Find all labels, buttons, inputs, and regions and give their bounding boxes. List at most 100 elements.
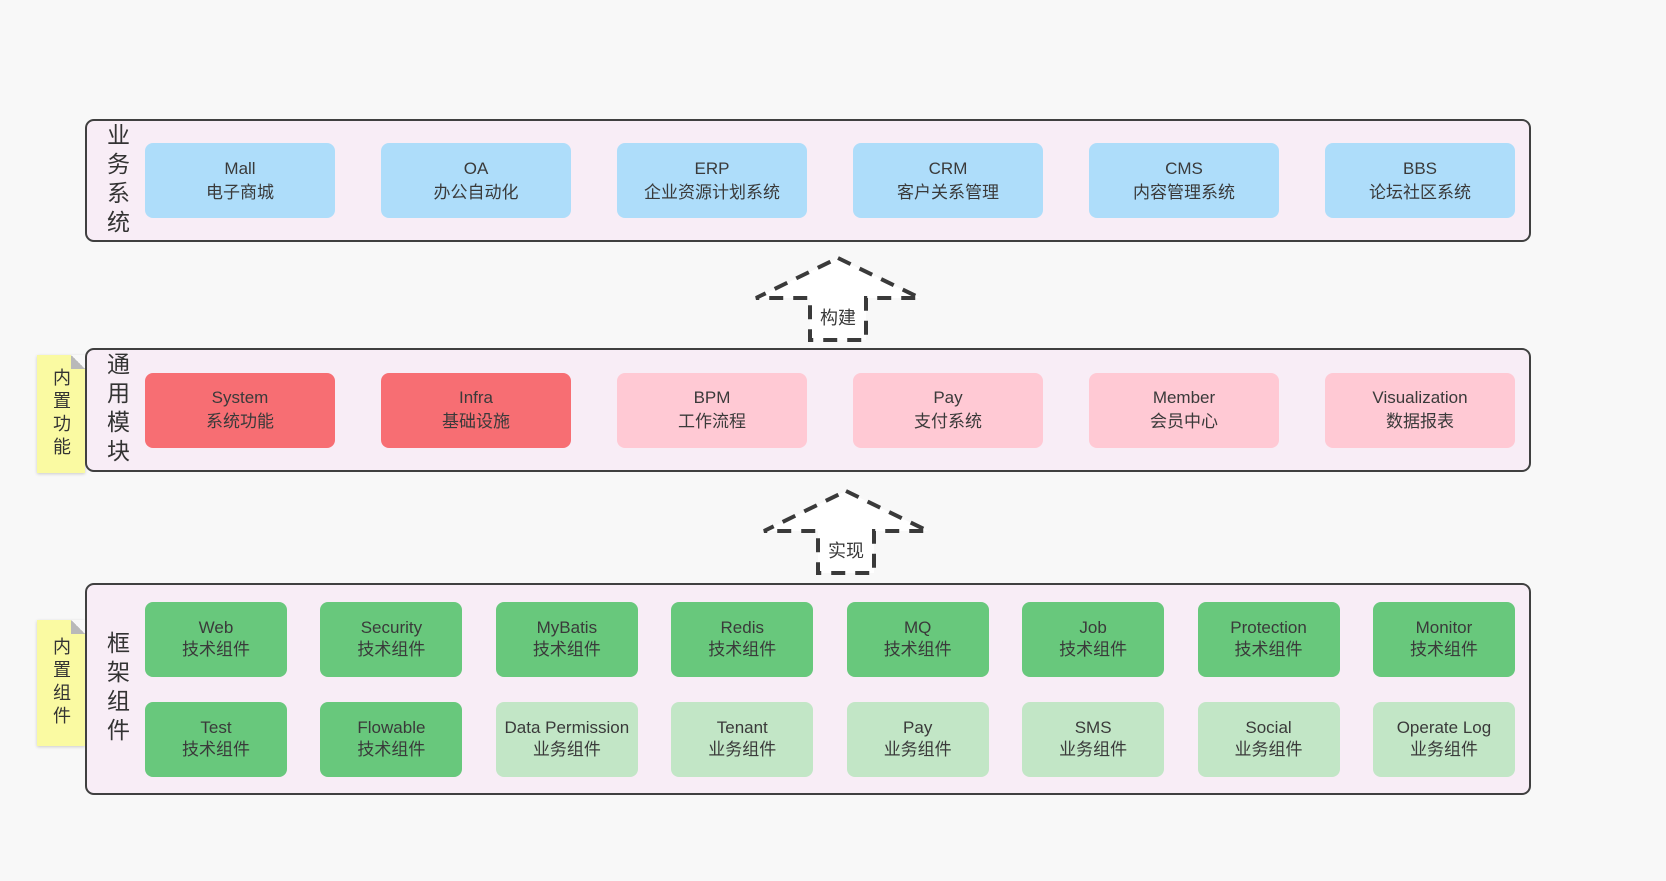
- box-web: Web 技术组件: [145, 601, 287, 677]
- box-pay-system: Pay 支付系统: [853, 372, 1043, 448]
- box-subtitle: 办公自动化: [433, 182, 519, 202]
- sticky-builtin-features-label: 内置功能: [51, 368, 71, 460]
- box-subtitle: 基础设施: [442, 412, 510, 431]
- framework-row-2: Test 技术组件 Flowable 技术组件 Data Permission …: [145, 701, 1515, 777]
- box-subtitle: 技术组件: [532, 640, 601, 659]
- box-title: Protection: [1230, 618, 1307, 637]
- box-subtitle: 技术组件: [1059, 640, 1128, 659]
- box-cms: CMS 内容管理系统: [1089, 143, 1279, 218]
- folded-corner-icon: [71, 355, 85, 369]
- box-title: Test: [200, 718, 232, 737]
- box-monitor: Monitor 技术组件: [1372, 601, 1515, 677]
- sticky-note-builtin-features: 内置功能: [37, 355, 85, 473]
- box-title: OA: [463, 158, 489, 178]
- box-oa: OA 办公自动化: [381, 143, 571, 218]
- box-title: Job: [1079, 618, 1107, 637]
- band-business-label: 业务系统: [103, 122, 130, 239]
- box-title: Security: [360, 618, 423, 637]
- folded-corner-icon: [71, 620, 85, 634]
- band-common-modules: 通用模块 System 系统功能 Infra 基础设施 BPM 工作流程 Pay…: [85, 348, 1531, 472]
- box-title: CMS: [1165, 158, 1203, 178]
- box-subtitle: 业务组件: [883, 740, 952, 759]
- box-subtitle: 技术组件: [357, 640, 426, 659]
- arrow-implement-label: 实现: [823, 535, 869, 565]
- box-mybatis: MyBatis 技术组件: [495, 601, 638, 677]
- box-title: Pay: [903, 718, 933, 737]
- box-title: Flowable: [357, 718, 426, 737]
- box-subtitle: 业务组件: [532, 740, 601, 759]
- box-title: Redis: [720, 618, 764, 637]
- band-framework-components: 框架组件 Web 技术组件 Security 技术组件 MyBatis 技术组件…: [85, 583, 1531, 795]
- box-subtitle: 数据报表: [1386, 412, 1454, 431]
- box-title: BBS: [1402, 158, 1438, 178]
- box-subtitle: 工作流程: [678, 412, 746, 431]
- box-subtitle: 技术组件: [1409, 640, 1478, 659]
- band-business-content: Mall 电子商城 OA 办公自动化 ERP 企业资源计划系统 CRM 客户关系…: [145, 121, 1515, 240]
- box-subtitle: 业务组件: [708, 740, 777, 759]
- box-subtitle: 电子商城: [206, 182, 274, 202]
- box-erp: ERP 企业资源计划系统: [617, 143, 807, 218]
- sticky-builtin-components-label: 内置组件: [51, 637, 71, 729]
- box-subtitle: 技术组件: [357, 740, 426, 759]
- box-flowable: Flowable 技术组件: [320, 701, 463, 777]
- box-operate-log: Operate Log 业务组件: [1372, 701, 1515, 777]
- box-title: Mall: [224, 158, 256, 178]
- box-subtitle: 业务组件: [1059, 740, 1128, 759]
- band-label-column: 框架组件: [87, 585, 145, 793]
- band-modules-label: 通用模块: [103, 352, 130, 468]
- box-subtitle: 业务组件: [1409, 740, 1478, 759]
- box-security: Security 技术组件: [320, 601, 463, 677]
- box-sms: SMS 业务组件: [1022, 701, 1165, 777]
- band-modules-content: System 系统功能 Infra 基础设施 BPM 工作流程 Pay 支付系统…: [145, 350, 1515, 470]
- box-title: Visualization: [1372, 388, 1468, 407]
- box-protection: Protection 技术组件: [1197, 601, 1340, 677]
- box-title: ERP: [694, 158, 730, 178]
- arrow-build-label: 构建: [815, 302, 861, 332]
- box-title: Tenant: [716, 718, 768, 737]
- box-subtitle: 技术组件: [883, 640, 952, 659]
- box-bbs: BBS 论坛社区系统: [1325, 143, 1515, 218]
- box-subtitle: 技术组件: [1234, 640, 1303, 659]
- box-title: CRM: [928, 158, 968, 178]
- dashed-up-arrow-icon: [763, 488, 929, 575]
- box-visualization: Visualization 数据报表: [1325, 372, 1515, 448]
- arrow-implement: 实现: [756, 486, 936, 578]
- box-pay-component: Pay 业务组件: [846, 701, 989, 777]
- box-title: Social: [1245, 718, 1292, 737]
- box-subtitle: 技术组件: [708, 640, 777, 659]
- band-business-systems: 业务系统 Mall 电子商城 OA 办公自动化 ERP 企业资源计划系统 CRM…: [85, 119, 1531, 242]
- box-title: Infra: [458, 388, 494, 407]
- sticky-note-builtin-components: 内置组件: [37, 620, 85, 746]
- box-subtitle: 内容管理系统: [1133, 182, 1235, 202]
- box-crm: CRM 客户关系管理: [853, 143, 1043, 218]
- box-title: MQ: [903, 618, 932, 637]
- box-title: Monitor: [1415, 618, 1473, 637]
- box-subtitle: 业务组件: [1234, 740, 1303, 759]
- box-data-permission: Data Permission 业务组件: [495, 701, 638, 777]
- box-mall: Mall 电子商城: [145, 143, 335, 218]
- arrow-build: 构建: [748, 253, 928, 345]
- box-title: SMS: [1074, 718, 1112, 737]
- box-subtitle: 系统功能: [206, 412, 274, 431]
- box-subtitle: 技术组件: [182, 740, 250, 759]
- box-system: System 系统功能: [145, 372, 335, 448]
- band-framework-label: 框架组件: [103, 631, 130, 747]
- band-label-column: 通用模块: [87, 350, 145, 470]
- box-job: Job 技术组件: [1022, 601, 1165, 677]
- box-title: Web: [198, 618, 234, 637]
- box-subtitle: 论坛社区系统: [1369, 182, 1471, 202]
- box-subtitle: 企业资源计划系统: [644, 182, 780, 202]
- band-label-column: 业务系统: [87, 121, 145, 240]
- box-mq: MQ 技术组件: [846, 601, 989, 677]
- box-bpm: BPM 工作流程: [617, 372, 807, 448]
- box-social: Social 业务组件: [1197, 701, 1340, 777]
- box-test: Test 技术组件: [145, 701, 287, 777]
- framework-row-1: Web 技术组件 Security 技术组件 MyBatis 技术组件 Redi…: [145, 601, 1515, 677]
- box-title: Pay: [933, 388, 963, 407]
- box-title: Operate Log: [1396, 718, 1492, 737]
- box-title: Data Permission: [504, 718, 630, 737]
- box-title: MyBatis: [536, 618, 598, 637]
- box-subtitle: 客户关系管理: [897, 182, 999, 202]
- box-tenant: Tenant 业务组件: [671, 701, 814, 777]
- box-title: System: [211, 388, 269, 407]
